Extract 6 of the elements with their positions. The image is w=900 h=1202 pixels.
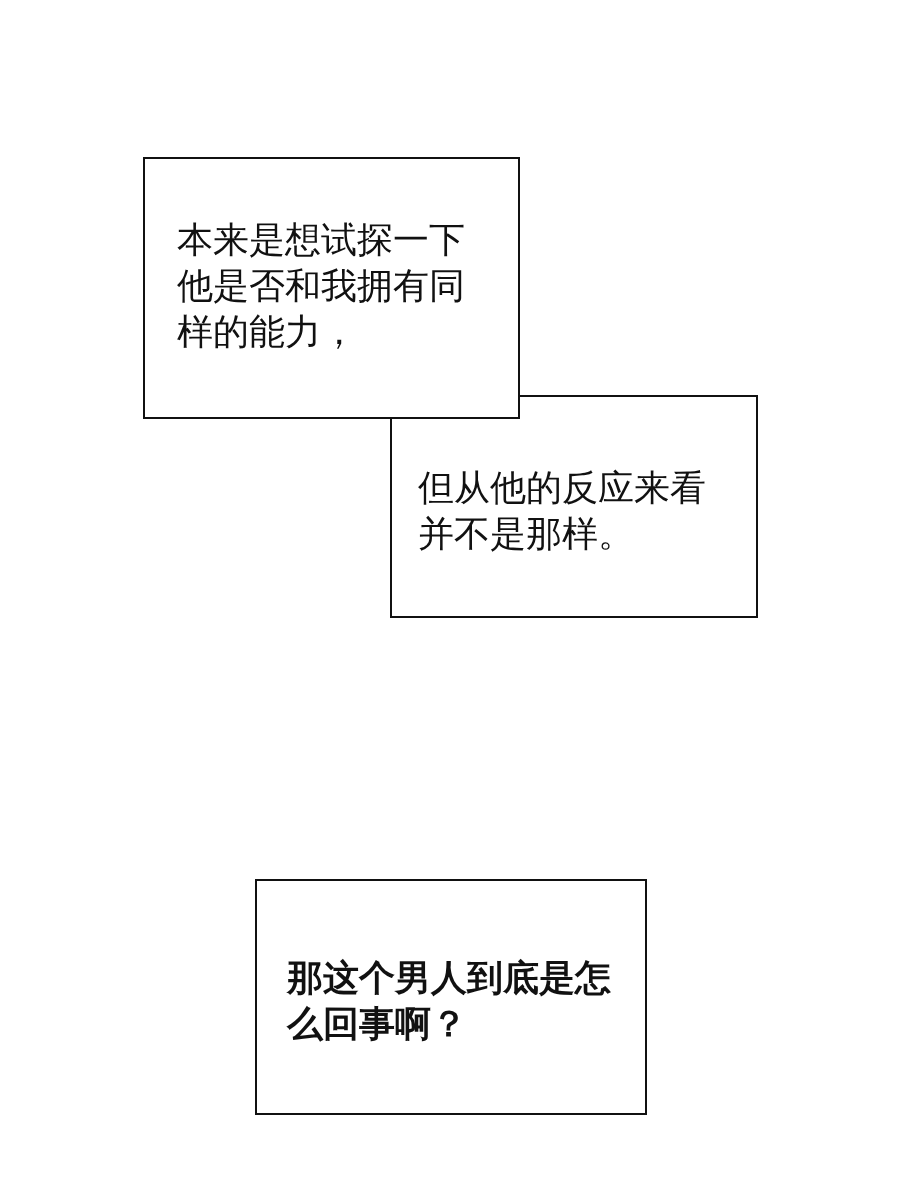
narration-text: 但从他的反应来看并不是那样。 bbox=[418, 466, 707, 556]
caption-box bbox=[390, 395, 758, 618]
caption-box bbox=[255, 879, 647, 1115]
narration-text: 本来是想试探一下他是否和我拥有同样的能力， bbox=[177, 218, 466, 354]
narration-text: 那这个男人到底是怎么回事啊？ bbox=[287, 956, 612, 1046]
caption-box bbox=[143, 157, 520, 419]
